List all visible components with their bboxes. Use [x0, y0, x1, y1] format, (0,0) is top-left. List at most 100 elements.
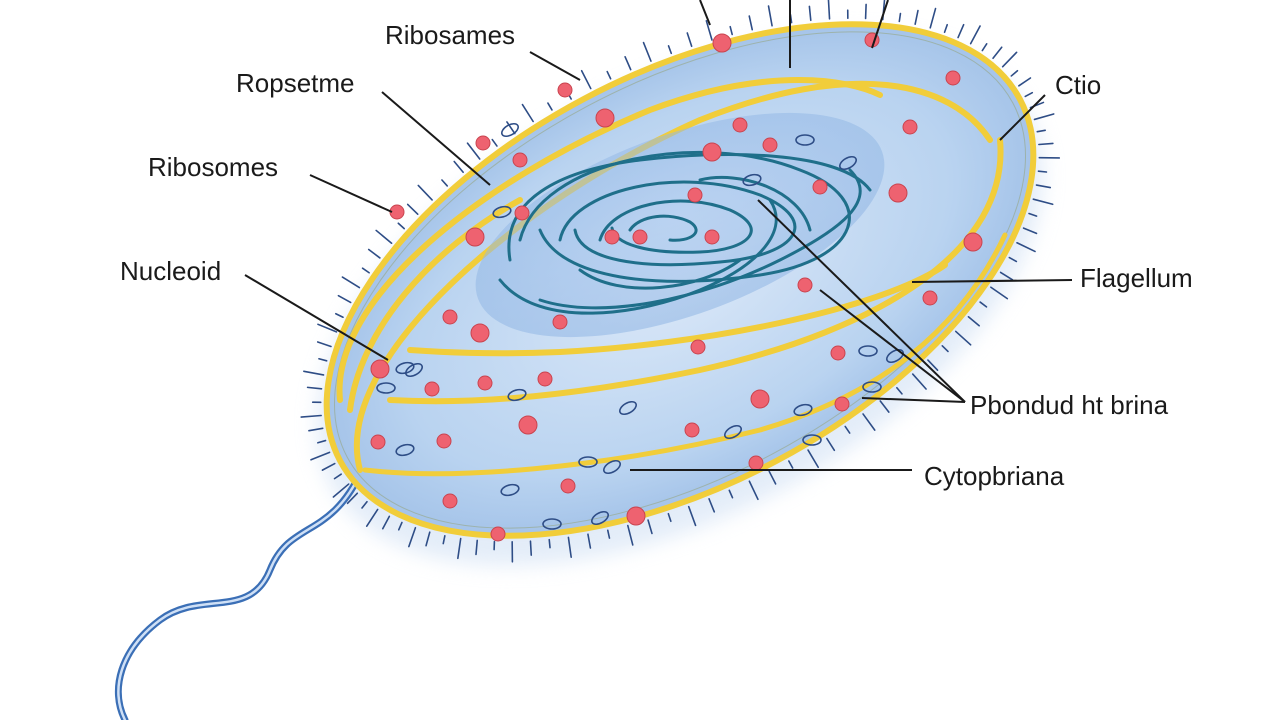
pilus	[316, 341, 332, 348]
ribosome	[626, 506, 646, 526]
pilus	[365, 508, 379, 527]
inclusion-body	[578, 456, 598, 468]
pilus	[318, 357, 328, 362]
pilus	[826, 437, 836, 452]
pilus	[548, 538, 551, 549]
inclusion-body	[724, 424, 742, 440]
pilus	[767, 5, 773, 27]
leader-ribosomes-left	[309, 174, 393, 213]
pilus	[303, 370, 325, 376]
ribosome	[512, 152, 528, 168]
ribosome	[557, 82, 573, 98]
pilus	[1018, 77, 1032, 87]
pilus	[341, 276, 361, 289]
inclusion-body	[501, 122, 519, 138]
leader-ribosomes-top	[529, 51, 581, 81]
ribosome	[389, 204, 405, 220]
leader-flagellum	[911, 279, 1073, 283]
ribosome	[888, 183, 908, 203]
pilus	[606, 70, 612, 80]
ribosome	[477, 375, 493, 391]
pilus	[686, 32, 693, 48]
pilus	[969, 25, 981, 45]
pilus	[642, 41, 652, 62]
ribosome	[632, 229, 648, 245]
pilus	[708, 498, 716, 513]
inclusion-body	[742, 173, 762, 187]
pilus	[587, 533, 592, 549]
pilus	[375, 229, 393, 245]
label-ribosomes-left: Ribosomes	[148, 152, 278, 182]
inclusion-body	[603, 459, 621, 475]
pilus	[788, 460, 794, 469]
pilus	[346, 492, 359, 505]
pilus	[361, 500, 368, 509]
ribosome	[595, 108, 615, 128]
inclusion-body	[542, 518, 562, 530]
leader-top-2	[699, 0, 711, 26]
pilus	[457, 537, 462, 560]
leader-ropsetme	[381, 91, 491, 186]
inclusion-body	[492, 205, 512, 219]
pilus	[1028, 212, 1038, 217]
ribosome	[442, 309, 458, 325]
pilus	[1022, 227, 1038, 235]
pilus	[990, 286, 1009, 300]
pilus	[967, 315, 980, 327]
pilus	[748, 15, 754, 31]
pilus	[768, 470, 777, 485]
inclusion-body	[507, 388, 527, 402]
pilus	[667, 512, 672, 523]
label-pbondud-ht-brina: Pbondud ht brina	[970, 390, 1169, 420]
inclusion-body	[886, 348, 904, 364]
inclusion-body	[395, 443, 415, 457]
inclusion-body	[839, 155, 857, 171]
pilus	[1036, 129, 1046, 133]
pilus	[896, 386, 903, 395]
pilus	[647, 519, 653, 535]
pilus	[441, 179, 449, 187]
labels: Ribosames Ropsetme Ribosomes Nucleoid Ct…	[120, 20, 1193, 491]
ribosome	[470, 323, 490, 343]
pilus	[453, 160, 464, 174]
leader-lines	[244, 0, 1073, 471]
ribosome	[552, 314, 568, 330]
pilus	[943, 23, 949, 34]
pilus	[337, 294, 352, 304]
label-flagellum: Flagellum	[1080, 263, 1193, 293]
pilus	[547, 102, 553, 111]
ribosome	[514, 205, 530, 221]
pilus	[1008, 256, 1018, 263]
pilus	[506, 121, 516, 135]
pilus	[521, 103, 534, 123]
pilus	[408, 526, 417, 548]
leader-pbondud-3	[819, 289, 966, 403]
inclusion-body	[500, 483, 520, 497]
ribosome	[830, 345, 846, 361]
leader-nucleoid	[244, 274, 389, 361]
pilus	[827, 0, 831, 20]
pilus	[333, 473, 342, 480]
pilus	[367, 248, 381, 259]
ribosome	[750, 389, 770, 409]
pilus	[1037, 170, 1048, 173]
ribosome	[518, 415, 538, 435]
pilus	[606, 529, 611, 539]
pilus	[308, 427, 324, 432]
ribosome	[834, 396, 850, 412]
inclusion-body	[795, 134, 815, 146]
pilus	[306, 386, 323, 390]
pili-hairs	[300, 0, 1061, 563]
leader-top-3	[871, 0, 889, 49]
ribosome	[560, 478, 576, 494]
pilus	[624, 55, 632, 71]
inclusion-body	[405, 362, 423, 378]
pilus	[898, 12, 902, 23]
label-nucleoid: Nucleoid	[120, 256, 221, 286]
pilus	[310, 451, 331, 461]
ribosome	[704, 229, 720, 245]
label-cytopbriana: Cytopbriana	[924, 461, 1065, 491]
pilus	[1001, 51, 1018, 68]
ribosome	[370, 359, 390, 379]
